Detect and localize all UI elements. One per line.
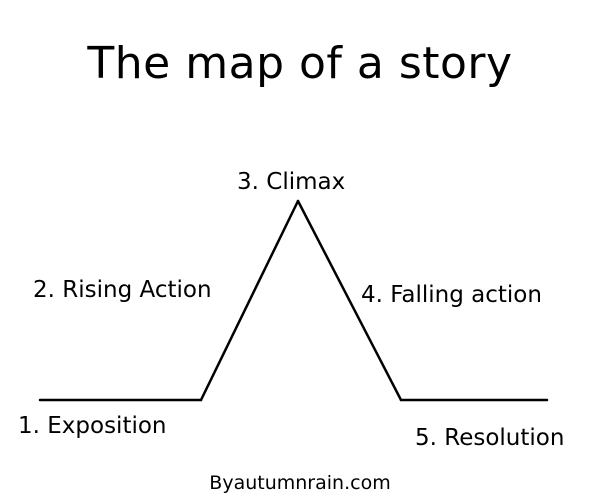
credit-text: Byautumnrain.com (209, 472, 391, 494)
label-rising-action: 2. Rising Action (33, 277, 212, 303)
label-climax: 3. Climax (237, 169, 346, 195)
label-resolution: 5. Resolution (415, 425, 565, 451)
label-exposition: 1. Exposition (18, 413, 167, 439)
label-falling-action: 4. Falling action (361, 282, 542, 308)
falling-action-line (296, 199, 403, 402)
rising-action-line (199, 199, 300, 402)
diagram-title: The map of a story (87, 38, 513, 89)
